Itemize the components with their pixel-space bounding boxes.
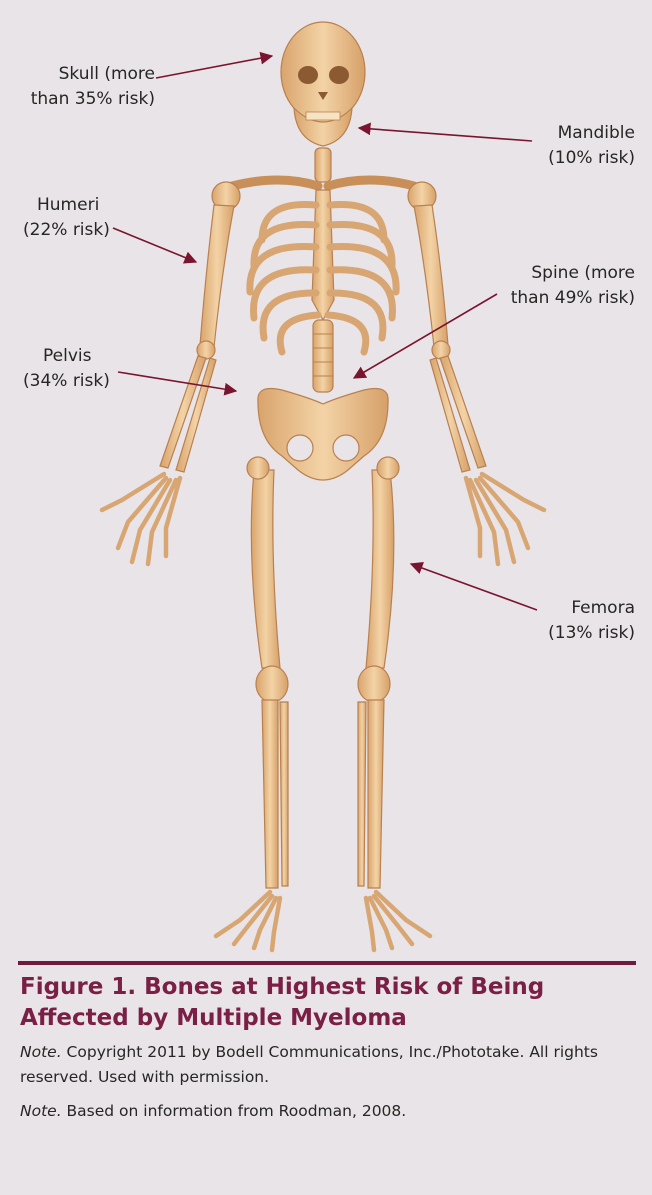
label-humeri-line2: (22% risk) — [23, 218, 110, 243]
label-skull-line2: than 35% risk) — [31, 87, 155, 112]
label-femora-line2: (13% risk) — [548, 621, 635, 646]
label-humeri: Humeri (22% risk) — [23, 193, 110, 243]
femur-right — [366, 470, 394, 668]
arrow-icon — [411, 564, 537, 610]
label-mandible: Mandible (10% risk) — [548, 121, 635, 171]
humerus-left — [200, 205, 234, 347]
label-spine-line1: Spine (more — [511, 261, 635, 286]
femur-left — [251, 470, 280, 668]
spine-bone — [313, 320, 333, 392]
label-femora-line1: Femora — [548, 596, 635, 621]
label-pelvis-line1: Pelvis — [23, 344, 110, 369]
note-prefix: Note. — [20, 1043, 62, 1061]
arrow-icon — [156, 56, 272, 78]
label-spine: Spine (more than 49% risk) — [511, 261, 635, 311]
source-note: Note. Based on information from Roodman,… — [20, 1099, 635, 1124]
arrow-icon — [113, 228, 196, 262]
label-skull-line1: Skull (more — [31, 62, 155, 87]
pelvis-bone — [258, 389, 388, 481]
arrow-icon — [118, 372, 236, 391]
label-pelvis-line2: (34% risk) — [23, 369, 110, 394]
label-humeri-line1: Humeri — [23, 193, 110, 218]
copyright-note: Note. Copyright 2011 by Bodell Communica… — [20, 1040, 635, 1090]
label-skull: Skull (more than 35% risk) — [31, 62, 155, 112]
label-mandible-line1: Mandible — [548, 121, 635, 146]
note-text: Based on information from Roodman, 2008. — [62, 1102, 407, 1120]
label-femora: Femora (13% risk) — [548, 596, 635, 646]
note-prefix: Note. — [20, 1102, 62, 1120]
label-pelvis: Pelvis (34% risk) — [23, 344, 110, 394]
label-spine-line2: than 49% risk) — [511, 286, 635, 311]
figure-caption-title: Figure 1. Bones at Highest Risk of Being… — [20, 972, 640, 1034]
skeleton-illustration — [102, 22, 544, 950]
note-text: Copyright 2011 by Bodell Communications,… — [20, 1043, 598, 1086]
arrow-icon — [359, 128, 532, 141]
caption-divider — [18, 961, 636, 965]
label-mandible-line2: (10% risk) — [548, 146, 635, 171]
